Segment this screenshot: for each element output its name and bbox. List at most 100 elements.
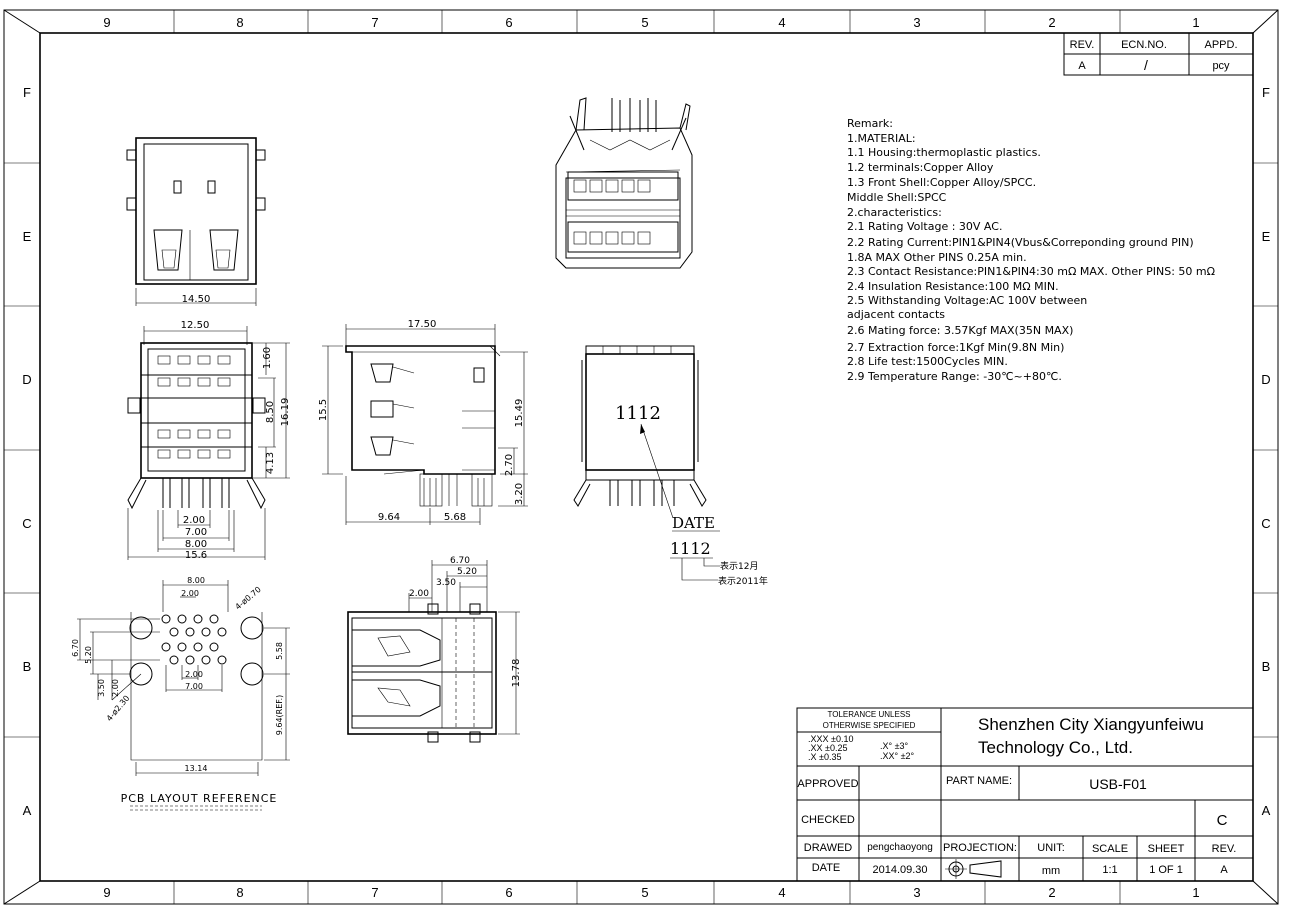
row-label: A	[23, 803, 32, 818]
column-label: 7	[371, 885, 378, 900]
remark-line: 2.8 Life test:1500Cycles MIN.	[847, 355, 1008, 368]
dim-top-v2: 8.50	[265, 401, 276, 423]
column-label: 5	[641, 885, 648, 900]
top-view: 12.50	[127, 320, 291, 561]
dim-pcb-964: 9.64(REF.)	[275, 695, 284, 736]
dim-pcb-1314: 13.14	[185, 764, 208, 773]
checked-label: CHECKED	[801, 814, 855, 826]
date-legend-year: 表示2011年	[718, 575, 768, 587]
remark-line: 1.8A MAX Other PINS 0.25A min.	[847, 251, 1027, 264]
drawing-frame: 9 8 7 6 5 4 3 2 1 9 8 7 6 5 4 3 2 1 F E …	[3, 9, 1279, 905]
remark-line: 1.1 Housing:thermoplastic plastics.	[847, 146, 1041, 159]
rev-value-field: A	[1220, 864, 1228, 876]
sheet-value: 1 OF 1	[1149, 864, 1183, 876]
row-label: C	[1261, 516, 1270, 531]
dim-pcb-hole: 4-ø0.70	[234, 585, 263, 612]
dim-pcb-350: 3.50	[97, 679, 106, 697]
remark-line: adjacent contacts	[847, 308, 945, 321]
dim-top-pin3: 8.00	[185, 539, 207, 550]
dim-side-height: 15.5	[318, 399, 329, 421]
row-label: B	[1262, 659, 1271, 674]
dim-top-total: 15.6	[185, 550, 207, 561]
row-label: F	[23, 85, 31, 100]
dim-pcb-520: 5.20	[84, 646, 93, 664]
column-label: 9	[103, 885, 110, 900]
dim-top-v4: 4.13	[265, 452, 276, 474]
dim-bottom-200: 2.00	[409, 589, 429, 599]
dim-pcb-peg: 4-ø2.30	[105, 694, 132, 723]
part-name-value: USB-F01	[1089, 776, 1147, 792]
pcb-layout: 8.00 2.00 4-ø0.70 6.70 5.20 3.50	[71, 576, 290, 811]
dim-pcb-200a: 2.00	[181, 589, 199, 598]
side-view: 17.50	[318, 319, 528, 525]
part-name-label: PART NAME:	[946, 775, 1012, 787]
row-label: E	[23, 229, 32, 244]
date-legend-code: 1112	[670, 539, 711, 558]
dim-pcb-670: 6.70	[71, 639, 80, 657]
remarks-block: Remark: 1.MATERIAL: 1.1 Housing:thermopl…	[847, 117, 1215, 383]
appd-header: APPD.	[1204, 39, 1237, 51]
section-view: 6.70 5.20 3.50 2.00 13.78	[347, 556, 522, 743]
date-value: 2014.09.30	[872, 864, 927, 876]
dim-front-width: 14.50	[182, 294, 211, 305]
tolerance-angle-1: .X° ±3°	[880, 741, 909, 751]
tolerance-subtitle: OTHERWISE SPECIFIED	[823, 721, 916, 730]
projection-label: PROJECTION:	[943, 842, 1017, 854]
column-label: 1	[1192, 885, 1199, 900]
dim-bottom-670: 6.70	[450, 556, 470, 566]
column-label: 5	[641, 15, 648, 30]
ecn-value: /	[1144, 57, 1148, 73]
row-label: C	[22, 516, 31, 531]
row-label: B	[23, 659, 32, 674]
column-label: 3	[913, 15, 920, 30]
dim-top-width: 12.50	[181, 320, 210, 331]
tolerance-xx: .XX ±0.25	[808, 743, 847, 753]
column-label: 6	[505, 885, 512, 900]
remark-line: 2.2 Rating Current:PIN1&PIN4(Vbus&Correp…	[847, 236, 1194, 249]
outer-border	[3, 9, 1279, 905]
tolerance-x: .X ±0.35	[808, 752, 841, 762]
column-label: 1	[1192, 15, 1199, 30]
company-name-line2: Technology Co., Ltd.	[978, 738, 1133, 757]
dim-pcb-200c: 2.00	[111, 679, 120, 697]
remark-line: 1.3 Front Shell:Copper Alloy/SPCC.	[847, 176, 1036, 189]
dim-top-v1: 1.60	[262, 347, 273, 369]
ecn-header: ECN.NO.	[1121, 39, 1167, 51]
row-label: A	[1262, 803, 1271, 818]
row-label: D	[22, 372, 31, 387]
row-label: E	[1262, 229, 1271, 244]
column-label: 4	[778, 885, 785, 900]
rev-label-field: REV.	[1212, 843, 1237, 855]
date-label-field: DATE	[812, 862, 841, 874]
remark-line: 1.MATERIAL:	[847, 132, 916, 145]
column-label: 7	[371, 15, 378, 30]
inner-border	[39, 32, 1254, 882]
drawed-value: pengchaoyong	[867, 842, 933, 853]
dim-pcb-558: 5.58	[275, 642, 284, 660]
isometric-view	[555, 97, 693, 269]
column-label: 2	[1048, 15, 1055, 30]
dim-side-width: 17.50	[408, 319, 437, 330]
rev-header: REV.	[1070, 39, 1095, 51]
dim-pcb-800: 8.00	[187, 576, 205, 585]
date-legend-month: 表示12月	[720, 560, 758, 572]
dim-side-964: 9.64	[378, 512, 400, 523]
remark-line: 2.characteristics:	[847, 206, 942, 219]
dim-bottom-520: 5.20	[457, 567, 477, 577]
column-label: 3	[913, 885, 920, 900]
revision-table: REV. ECN.NO. APPD. A / pcy	[1063, 32, 1254, 76]
scale-value: 1:1	[1102, 864, 1117, 876]
dim-side-270: 2.70	[504, 454, 515, 476]
dim-pcb-700: 7.00	[185, 682, 203, 691]
remark-line: 2.7 Extraction force:1Kgf Min(9.8N Min)	[847, 341, 1064, 354]
date-label: DATE	[672, 514, 715, 532]
remark-line: 1.2 terminals:Copper Alloy	[847, 161, 994, 174]
dim-top-pin2: 7.00	[185, 527, 207, 538]
front-view: 14.50	[126, 137, 266, 306]
remark-line: 2.5 Withstanding Voltage:AC 100V between	[847, 294, 1087, 307]
scale-label: SCALE	[1092, 843, 1128, 855]
column-label: 6	[505, 15, 512, 30]
dim-pcb-200b: 2.00	[185, 670, 203, 679]
dim-side-568: 5.68	[444, 512, 466, 523]
column-label: 2	[1048, 885, 1055, 900]
